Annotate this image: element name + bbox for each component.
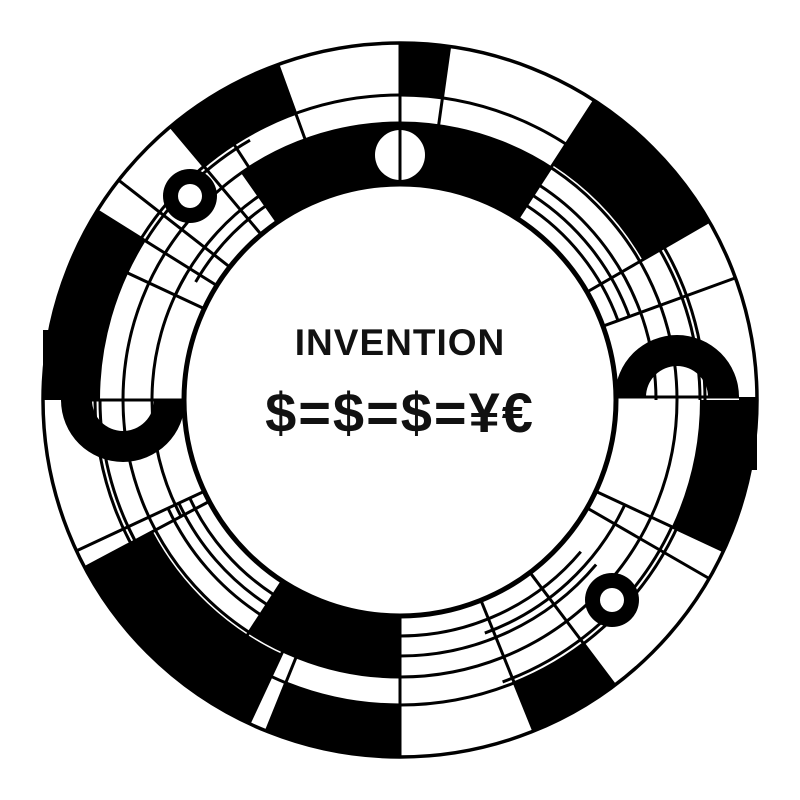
outer-bottom-left-block [84, 531, 282, 724]
radial-divider-17 [84, 500, 210, 569]
right-hook-shape [615, 335, 739, 397]
radial-divider-19 [96, 209, 217, 287]
radial-divider-1 [276, 64, 328, 197]
radial-divider-6 [516, 99, 596, 219]
left-hook-shape [61, 400, 185, 462]
radial-divider-10 [587, 507, 710, 580]
outer-bottom-block [266, 682, 400, 757]
sub-ring-arc-6 [525, 204, 620, 322]
sub-ring-arc-8 [484, 504, 627, 635]
radial-divider-11 [529, 572, 617, 687]
outer-right-block [671, 400, 757, 551]
radial-divider-2 [169, 125, 262, 235]
outer-left-block [43, 210, 146, 400]
radial-divider-8 [603, 276, 736, 328]
radial-divider-4 [117, 179, 230, 268]
black-segments [43, 43, 757, 757]
radial-divider-15 [247, 596, 310, 725]
radial-divider-3 [204, 99, 284, 219]
left-hook [61, 398, 185, 462]
sub-ring-arc-12 [166, 507, 262, 616]
radial-divider-18 [75, 490, 204, 553]
currency-equation: $=$=$=¥€ [265, 381, 535, 444]
right-hook [615, 335, 739, 399]
radial-divider-12 [479, 600, 536, 732]
sub-ring-arc-13 [177, 502, 268, 606]
radial-divider-16 [204, 581, 284, 701]
bottom-right-ring-dot-hole [600, 588, 624, 612]
title-text: INVENTION [294, 322, 506, 363]
middle-bottom-band [249, 581, 400, 677]
radial-divider-20 [75, 247, 204, 310]
outer-top-left-block [170, 64, 296, 167]
outer-top-block [400, 43, 450, 98]
radial-divider-14 [264, 600, 321, 732]
outer-upper-right-block [552, 100, 710, 260]
top-left-ring-dot-hole [178, 184, 202, 208]
outer-lower-right-block [514, 643, 615, 732]
sub-ring-arc-5 [532, 194, 631, 318]
decorations [43, 130, 757, 627]
center-disc [183, 183, 617, 617]
sub-ring-arc-9 [399, 563, 598, 658]
left-band-stem [43, 330, 61, 400]
sub-ring-arc-11 [126, 526, 274, 674]
right-band-stem [739, 397, 757, 470]
sub-ring-arc-16 [150, 275, 187, 518]
radial-divider-7 [587, 220, 710, 293]
sub-ring-arc-10 [399, 550, 582, 638]
radial-divider-5 [428, 46, 452, 186]
sub-ring-arc-14 [188, 497, 275, 596]
radial-divider-9 [596, 490, 725, 553]
